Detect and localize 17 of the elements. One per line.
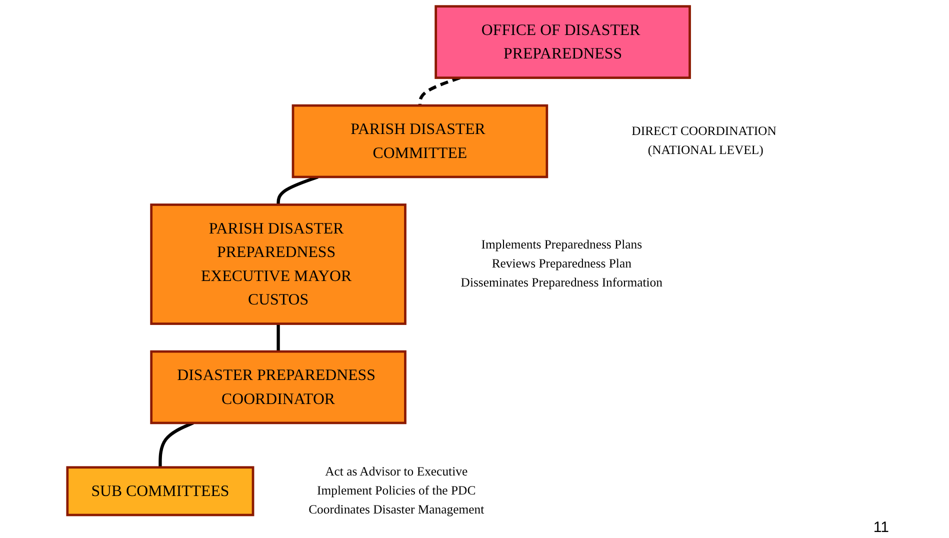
node-box: PARISH DISASTER COMMITTEE: [292, 104, 548, 178]
node-label: DIRECT COORDINATION (NATIONAL LEVEL): [632, 124, 776, 158]
node-label: Disseminates Preparedness Information: [460, 276, 662, 290]
connector: [158, 421, 194, 468]
node-label: Implement Policies of the PDC: [317, 484, 476, 498]
connector: [276, 175, 318, 205]
node-box: OFFICE OF DISASTER PREPAREDNESS: [434, 5, 691, 79]
connector: [418, 76, 460, 106]
connector: [276, 324, 280, 352]
node-label: Act as Advisor to Executive: [325, 464, 468, 478]
node-label: Implements Preparedness Plans: [481, 238, 642, 252]
node-label: Reviews Preparedness Plan: [492, 257, 632, 271]
node-box: DISASTER PREPAREDNESS COORDINATOR: [150, 350, 406, 424]
node-box: PARISH DISASTER PREPAREDNESS EXECUTIVE MAYOR CUSTOS: [150, 204, 406, 325]
node-box: SUB COMMITTEES: [66, 466, 254, 516]
node-label: Coordinates Disaster Management: [308, 503, 484, 517]
page-number: 11: [873, 519, 889, 536]
